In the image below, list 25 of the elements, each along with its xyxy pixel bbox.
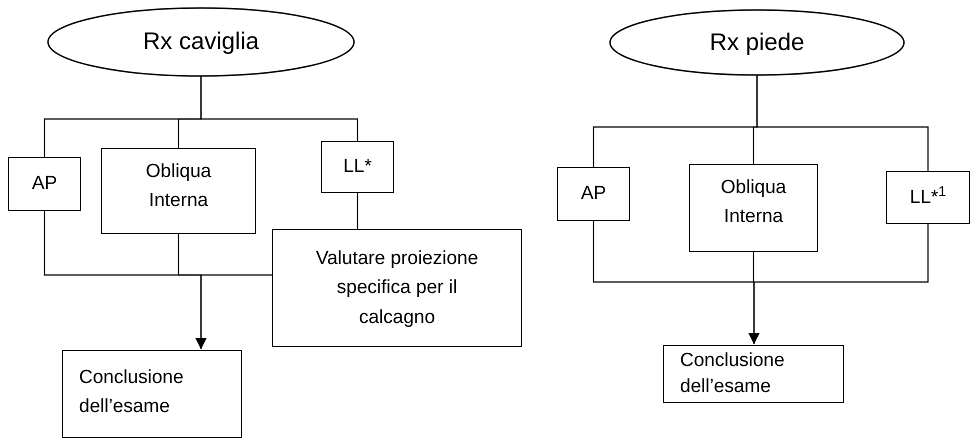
process-box (689, 164, 818, 252)
process-box (272, 229, 522, 347)
node-text: Conclusione dell’esame (79, 366, 185, 420)
connector-line (200, 76, 358, 141)
process-box (557, 167, 630, 221)
node-text: AP (580, 182, 606, 206)
node-text: Obliqua Interna (720, 176, 788, 230)
node-text: Obliqua Interna (144, 160, 212, 214)
process-box (62, 350, 242, 438)
node-text: Rx caviglia (142, 27, 260, 57)
connector-line (756, 75, 929, 171)
connector-line (356, 193, 358, 229)
node-text: LL* (343, 155, 372, 180)
node-text: Rx piede (710, 28, 804, 58)
node-text: AP (32, 172, 58, 196)
node-text: Conclusione dell’esame (680, 349, 786, 399)
node-text: LL*$^{1}$ (910, 182, 946, 210)
arrow (748, 224, 929, 344)
process-box (886, 171, 970, 224)
process-box (663, 345, 844, 403)
arrow (196, 274, 272, 349)
process-box (101, 148, 256, 234)
process-box (8, 157, 81, 211)
process-box (321, 141, 394, 193)
node-text: Valutare proiezione specifica per il calcagno (314, 246, 480, 330)
